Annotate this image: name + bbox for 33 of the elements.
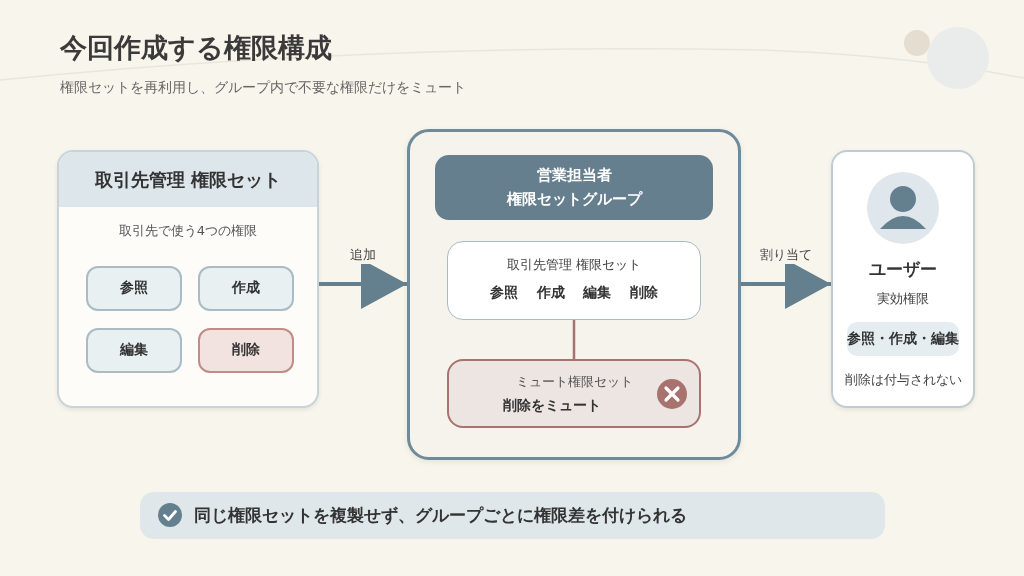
subtitle: 権限セットを再利用し、グループ内で不要な権限だけをミュート bbox=[60, 79, 466, 97]
effective-permission-chip bbox=[847, 322, 959, 356]
card-heading: 取引先管理 権限セット bbox=[505, 256, 643, 274]
mute-description: 削除をミュート bbox=[503, 397, 601, 415]
group-type: 権限セットグループ bbox=[505, 189, 644, 210]
permission-name: 削除 bbox=[231, 341, 261, 359]
user-label: ユーザー bbox=[868, 258, 938, 281]
summary-text: 同じ権限セットを複製せず、グループごとに権限差を付けられる bbox=[194, 504, 687, 527]
permission-chip bbox=[198, 328, 294, 373]
summary-banner bbox=[140, 492, 885, 539]
card-subtitle: 取引先で使う4つの権限 bbox=[117, 222, 259, 240]
card-subtitle: 実効権限 bbox=[876, 290, 930, 308]
permission-chip bbox=[86, 328, 182, 373]
title: 今回作成する権限構成 bbox=[60, 31, 332, 65]
permission-name: 編集 bbox=[118, 341, 149, 359]
permission-list: 参照 作成 編集 削除 bbox=[448, 284, 700, 302]
permission-chip bbox=[86, 266, 182, 311]
permission-name: 参照 bbox=[119, 279, 149, 297]
edge-label: 追加 bbox=[348, 246, 378, 264]
note-text: 削除は付与されない bbox=[843, 371, 963, 389]
card-heading: ミュート権限セット bbox=[514, 373, 634, 391]
mute-set-card bbox=[447, 359, 701, 428]
permission-name: 作成 bbox=[230, 279, 261, 297]
group-container bbox=[407, 129, 741, 460]
group-name: 営業担当者 bbox=[535, 165, 613, 186]
group-header bbox=[435, 155, 713, 220]
user-card bbox=[831, 150, 975, 408]
edge-label: 割り当て bbox=[758, 246, 814, 264]
permission-list: 参照・作成・編集 bbox=[847, 330, 959, 348]
permission-chip bbox=[198, 266, 294, 311]
permission-set-card bbox=[447, 241, 701, 320]
permission-set-card bbox=[57, 150, 319, 408]
card-heading: 取引先管理 権限セット bbox=[59, 152, 317, 207]
